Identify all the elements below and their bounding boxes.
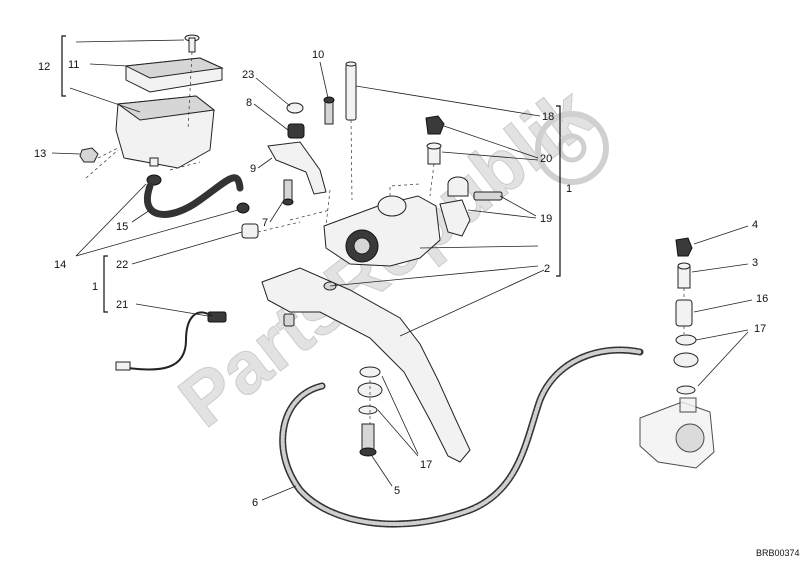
clutch-switch (115, 311, 227, 371)
banjo-fitting (439, 176, 503, 237)
leader-lines (51, 39, 753, 501)
pivot-pin (345, 61, 357, 121)
callout-14: 14 (54, 259, 66, 271)
callout-9: 9 (250, 163, 256, 175)
clutch-hose (279, 346, 644, 528)
callout-2: 2 (544, 263, 550, 275)
bleed-cap-right (675, 299, 693, 327)
callout-1-right: 1 (566, 183, 572, 195)
callout-1-left: 1 (92, 281, 98, 293)
callout-21: 21 (116, 299, 128, 311)
callout-labels: 12 11 13 14 15 10 23 8 9 7 18 20 19 1 22… (34, 49, 768, 509)
hose-clamp (146, 174, 250, 214)
clutch-lever (261, 267, 471, 463)
dashed-guides (85, 51, 685, 424)
reference-code: BRB00374 (756, 548, 800, 558)
callout-19: 19 (540, 213, 552, 225)
callout-10: 10 (312, 49, 324, 61)
callout-8: 8 (246, 97, 252, 109)
callout-18: 18 (542, 111, 554, 123)
master-cylinder (323, 195, 441, 267)
callout-17-left: 17 (420, 459, 432, 471)
callout-7: 7 (262, 217, 268, 229)
reservoir-cap (124, 57, 224, 93)
callout-4: 4 (752, 219, 758, 231)
bracket-screw (323, 96, 335, 125)
callout-13: 13 (34, 148, 46, 160)
callout-22: 22 (116, 259, 128, 271)
washers-right (673, 334, 699, 395)
callout-5: 5 (394, 485, 400, 497)
reservoir-body (115, 95, 216, 169)
callout-3: 3 (752, 257, 758, 269)
callout-11: 11 (68, 59, 79, 71)
rubber-mount (286, 102, 305, 139)
reservoir-screw (184, 34, 200, 53)
banjo-bolt-left (357, 366, 383, 457)
callout-12: 12 (38, 61, 50, 73)
bracket-bolt (282, 179, 294, 206)
bleed-valve (425, 115, 445, 165)
nut (79, 147, 99, 163)
callout-16: 16 (756, 293, 768, 305)
bleed-screw-right (675, 237, 693, 289)
callout-23: 23 (242, 69, 254, 81)
callout-6: 6 (252, 497, 258, 509)
callout-20: 20 (540, 153, 552, 165)
callout-17-right: 17 (754, 323, 766, 335)
slave-cylinder (639, 397, 715, 469)
hose-fitting (241, 223, 259, 239)
reservoir-bracket (267, 141, 327, 195)
group-brackets (61, 35, 561, 313)
reservoir-hose (144, 174, 244, 218)
callout-15: 15 (116, 221, 128, 233)
